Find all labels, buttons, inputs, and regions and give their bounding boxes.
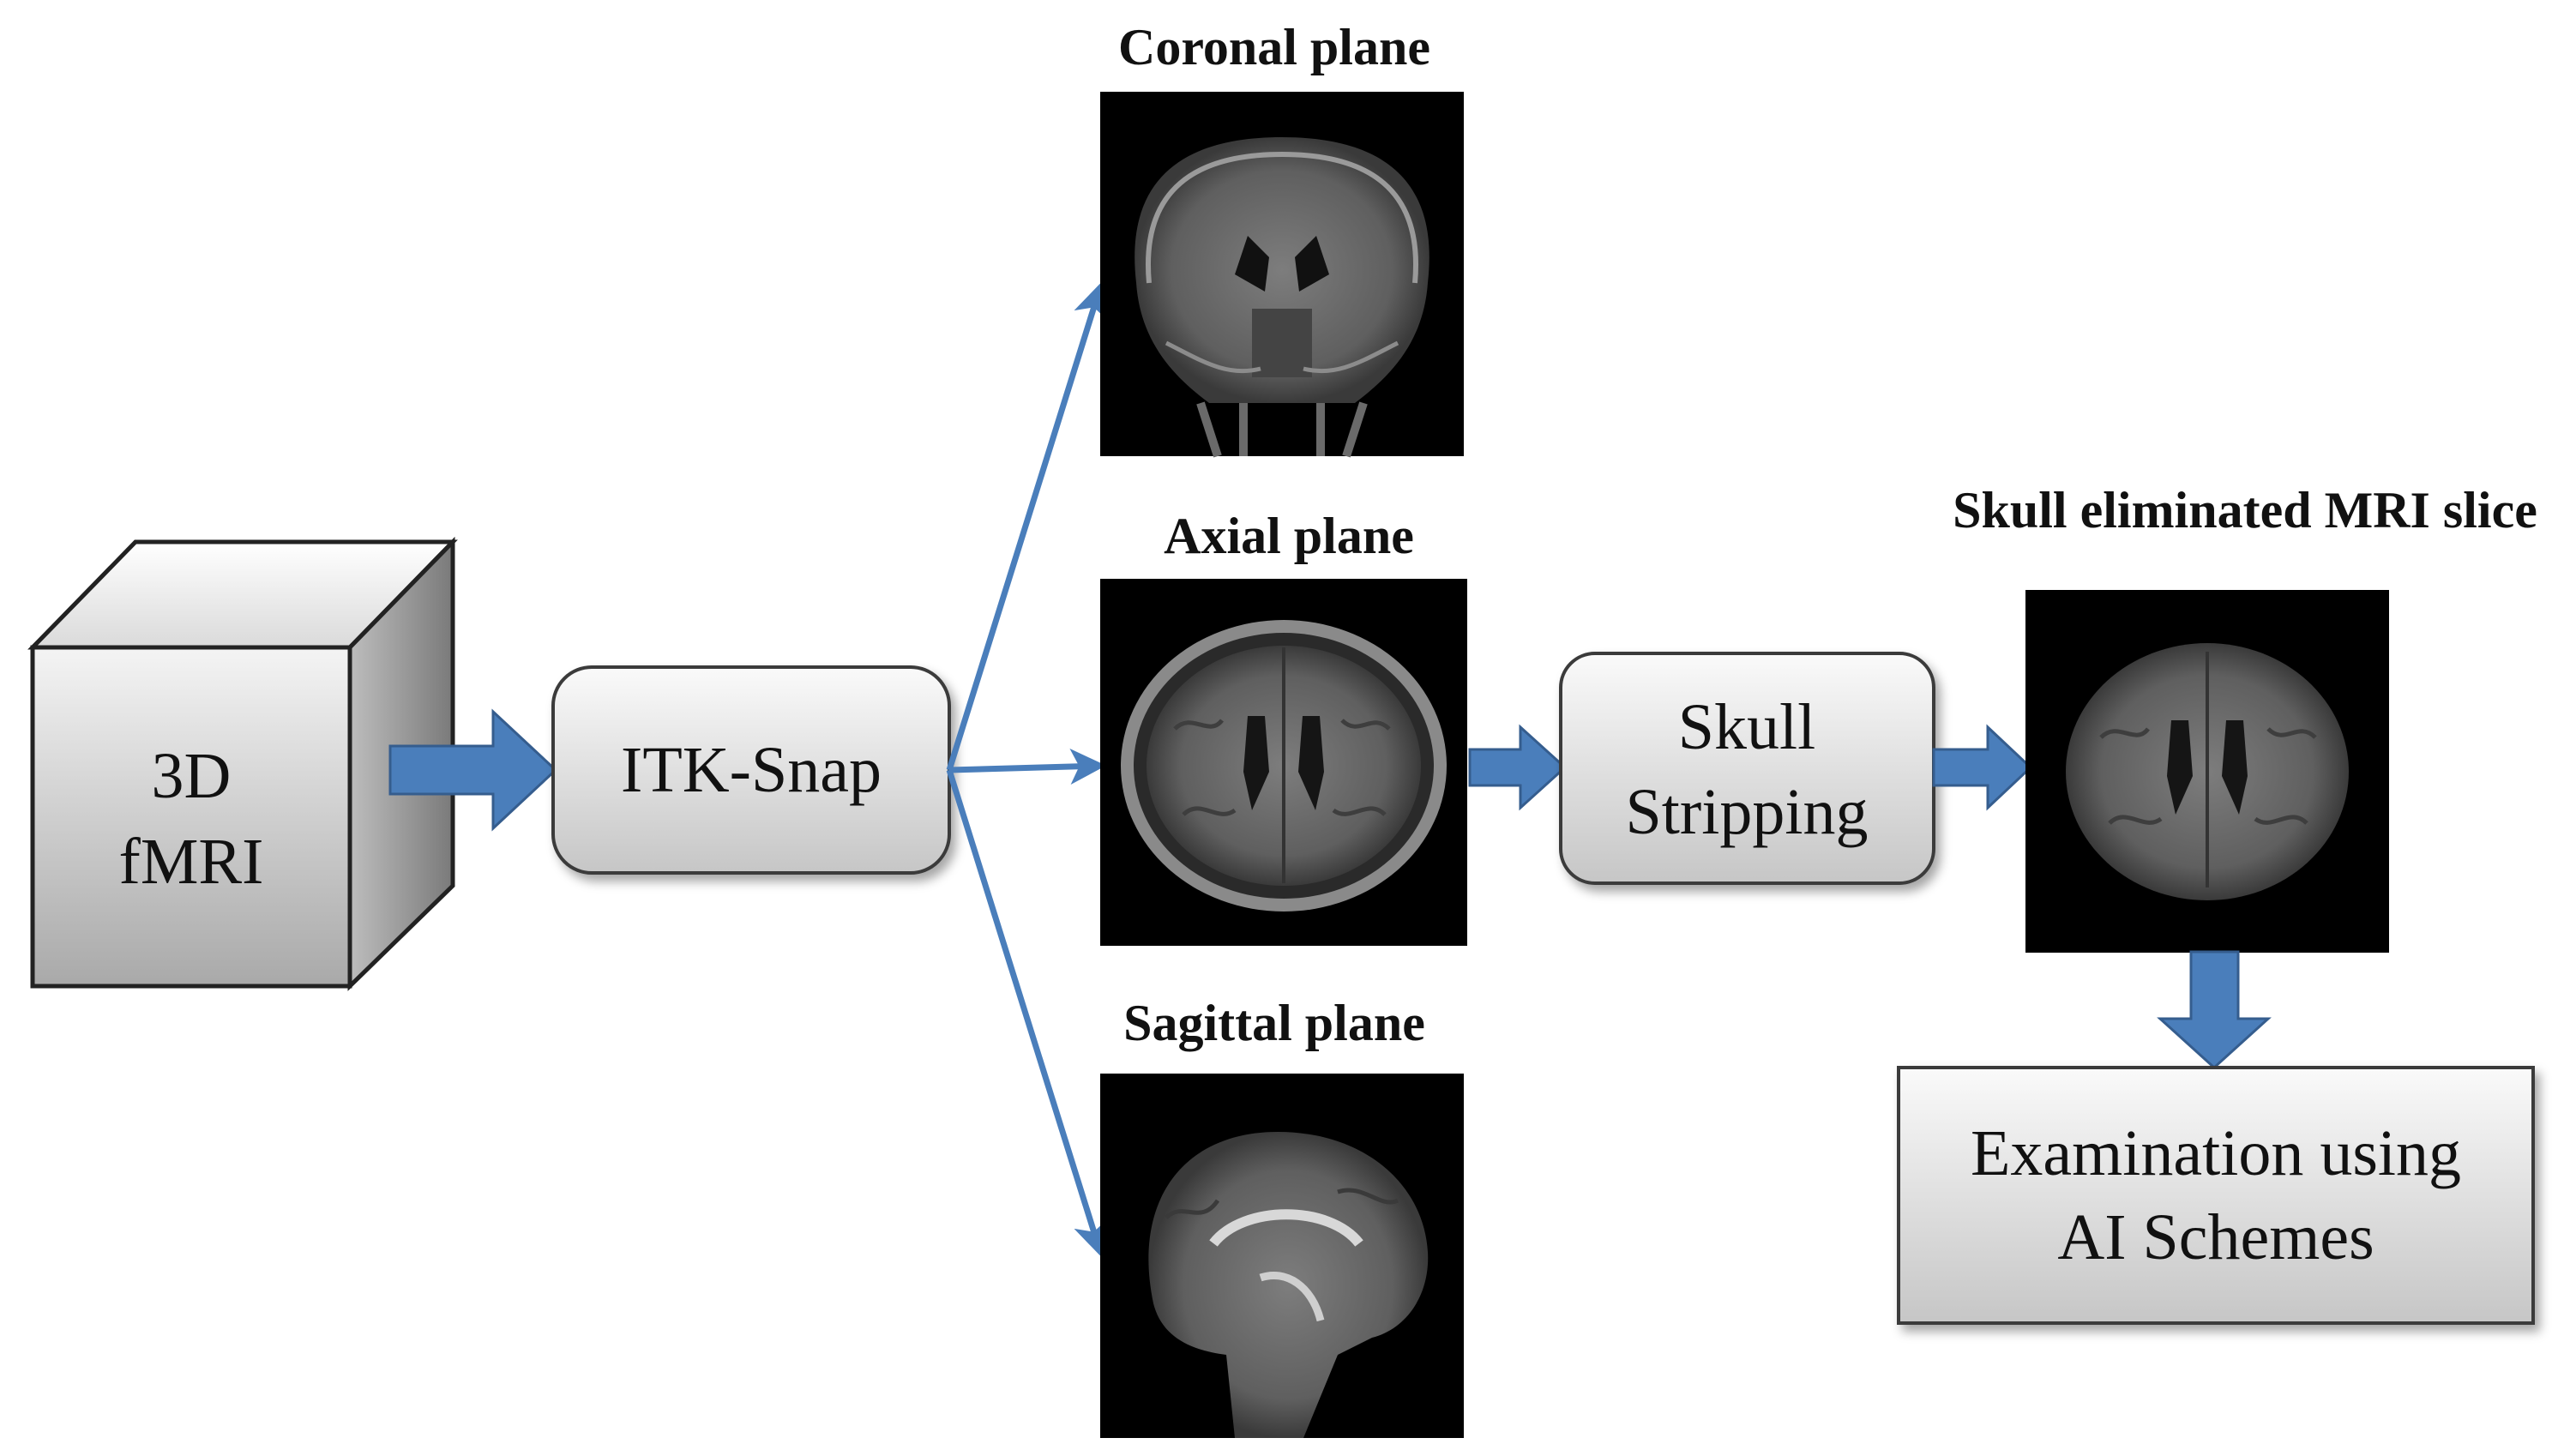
skull-stripping-box: [1559, 652, 1935, 885]
axial-plane-caption: Axial plane: [1164, 508, 1414, 564]
arrow-to-coronal: [946, 281, 1109, 772]
result-caption: Skull eliminated MRI slice: [1953, 482, 2537, 538]
arrow-cube-to-itk: [388, 708, 558, 832]
skull-stripping-label-line2: Stripping: [1626, 776, 1869, 848]
arrow-axial-to-skull-stripping: [1468, 724, 1568, 811]
fmri-cube: 3D fMRI: [27, 536, 458, 991]
skull-stripped-mri-slice-icon: [2025, 590, 2389, 953]
arrow-to-sagittal: [946, 768, 1109, 1258]
arrow-result-to-examination: [2157, 950, 2272, 1070]
sagittal-plane-caption: Sagittal plane: [1123, 995, 1425, 1051]
examination-label-line1: Examination using: [1971, 1117, 2461, 1189]
arrow-to-axial: [948, 749, 1106, 785]
examination-box: [1897, 1066, 2535, 1325]
skull-stripping-label-line1: Skull: [1678, 691, 1816, 763]
coronal-plane-caption: Coronal plane: [1118, 19, 1430, 75]
examination-label-line2: AI Schemes: [2057, 1201, 2374, 1273]
coronal-mri-slice-icon: [1100, 92, 1464, 458]
cube-label-line2: fMRI: [119, 826, 264, 898]
itk-snap-label: ITK-Snap: [621, 734, 882, 806]
sagittal-mri-slice-icon: [1100, 1074, 1464, 1438]
cube-label-line1: 3D: [152, 740, 232, 812]
arrow-skull-stripping-to-result: [1932, 724, 2033, 811]
axial-mri-slice-icon: [1100, 579, 1467, 946]
